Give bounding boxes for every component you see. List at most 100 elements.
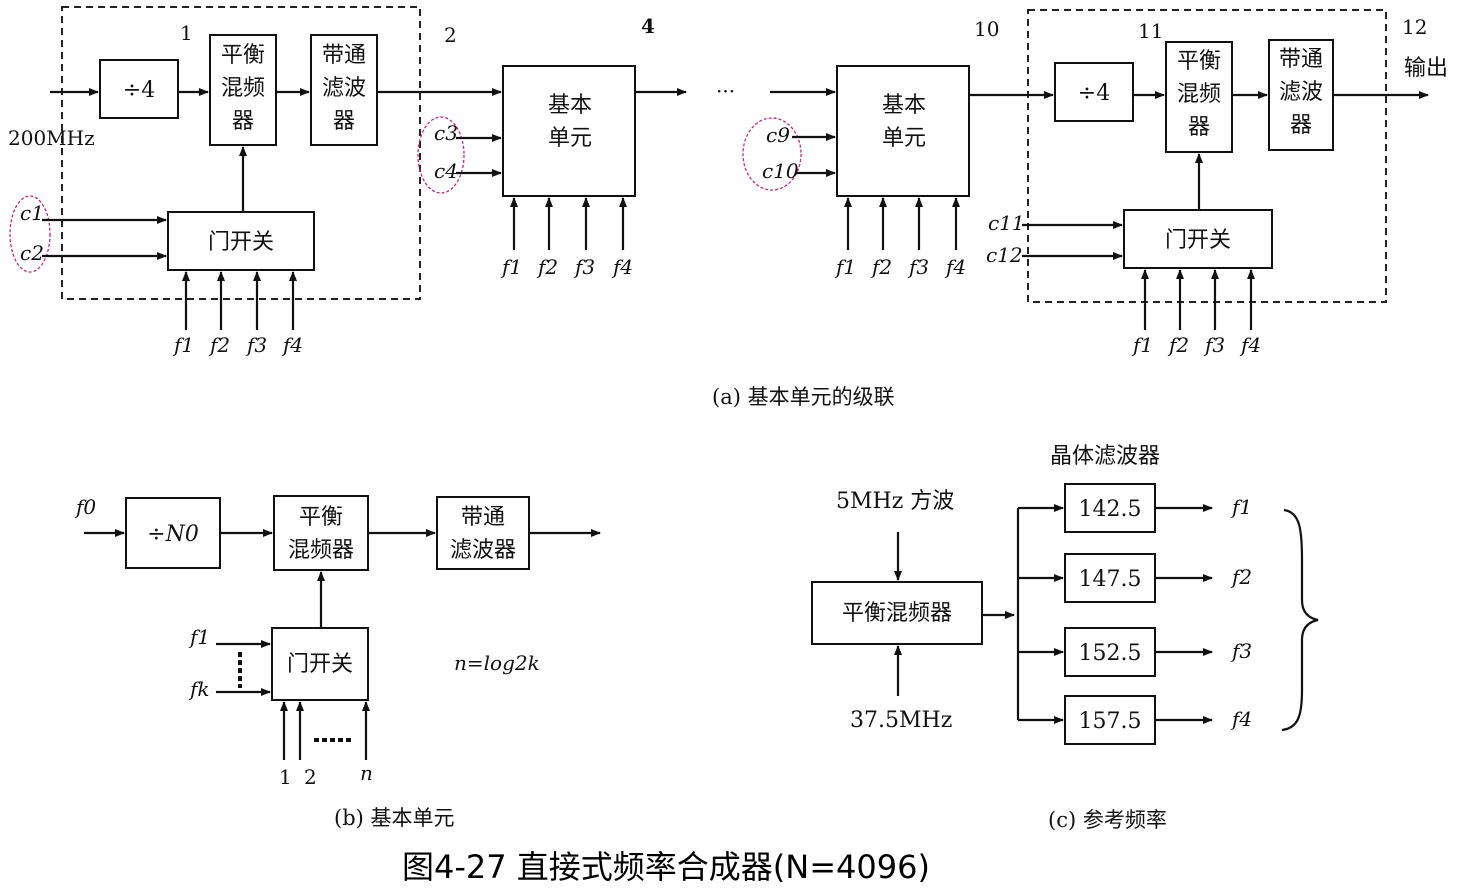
basic-unit-3-line2: 单元 bbox=[548, 126, 592, 151]
bandpass-label-11-line3: 器 bbox=[1290, 113, 1312, 138]
c1-c2-highlight-oval bbox=[9, 195, 51, 273]
freq-label-f2-unit9: f2 bbox=[870, 255, 892, 279]
freq-label-f4-gate-1: f4 bbox=[281, 333, 303, 357]
crystal-filter-1 bbox=[1064, 483, 1156, 533]
control-label-c12: c12 bbox=[986, 243, 1023, 267]
gate-switch-label-b: 门开关 bbox=[287, 652, 353, 677]
mixer-label-11-line3: 器 bbox=[1188, 115, 1210, 140]
divider-block-1 bbox=[99, 59, 179, 119]
freq-label-f1-unit3: f1 bbox=[500, 255, 522, 279]
unit-1-dashed-frame bbox=[61, 6, 421, 300]
output-label-f4: f4 bbox=[1230, 707, 1252, 731]
filter-row-1: 142.5 f1 bbox=[1018, 483, 1252, 533]
freq-label-f3-unit3: f3 bbox=[573, 255, 595, 279]
bottom-label-2: 2 bbox=[304, 765, 317, 789]
divider-label-1: ÷4 bbox=[123, 78, 155, 103]
control-label-c3: c3 bbox=[434, 121, 458, 145]
basic-unit-9 bbox=[836, 65, 970, 197]
gate-input-label-fk: fk bbox=[188, 677, 210, 701]
freq-label-f1-unit9: f1 bbox=[834, 255, 856, 279]
mixer-label-b-line1: 平衡 bbox=[299, 505, 343, 530]
control-label-c9: c9 bbox=[766, 123, 790, 147]
filter-row-2: 147.5 f2 bbox=[1018, 553, 1252, 603]
figure-title: 图4-27 直接式频率合成器(N=4096) bbox=[402, 848, 930, 886]
divider-label-11: ÷4 bbox=[1078, 81, 1110, 106]
control-label-c11: c11 bbox=[988, 211, 1025, 235]
gate-switch-label-1: 门开关 bbox=[208, 230, 274, 255]
node-number-10: 10 bbox=[974, 17, 999, 41]
input-label-f0: f0 bbox=[74, 495, 96, 519]
crystal-filter-3-label: 152.5 bbox=[1079, 641, 1142, 666]
bottom-label-1: 1 bbox=[279, 765, 292, 789]
freq-label-f2-gate-1: f2 bbox=[208, 333, 230, 357]
basic-unit-9-line1: 基本 bbox=[882, 93, 926, 118]
caption-a: (a) 基本单元的级联 bbox=[712, 385, 895, 409]
bandpass-block-11 bbox=[1268, 39, 1334, 151]
bandpass-label-1-line1: 带通 bbox=[322, 43, 366, 68]
node-number-2: 2 bbox=[444, 23, 457, 47]
mixer-block-b bbox=[273, 495, 369, 571]
input-bottom-37-5mhz: 37.5MHz bbox=[850, 708, 952, 733]
crystal-filter-1-label: 142.5 bbox=[1079, 497, 1142, 522]
divider-label-b: ÷N0 bbox=[147, 522, 199, 547]
bandpass-label-1-line2: 滤波 bbox=[322, 76, 366, 101]
output-label-f2: f2 bbox=[1230, 565, 1252, 589]
bandpass-label-11-line2: 滤波 bbox=[1279, 80, 1323, 105]
output-label-f3: f3 bbox=[1230, 639, 1252, 663]
freq-label-f2-unit3: f2 bbox=[536, 255, 558, 279]
bottom-label-n: n bbox=[360, 761, 373, 785]
output-label-f1: f1 bbox=[1230, 495, 1252, 519]
control-label-c4: c4 bbox=[434, 159, 458, 183]
diagram-c-reference-frequency: 晶体滤波器 5MHz 方波 平衡混频器 37.5MHz 142.5 f1 147… bbox=[811, 444, 1319, 832]
mixer-label-11-line2: 混频 bbox=[1177, 82, 1221, 107]
caption-c: (c) 参考频率 bbox=[1048, 808, 1167, 832]
freq-label-f3-gate-11: f3 bbox=[1203, 333, 1225, 357]
node-number-12: 12 bbox=[1402, 15, 1427, 39]
bandpass-block-b bbox=[436, 496, 530, 570]
input-top-5mhz: 5MHz 方波 bbox=[836, 489, 954, 514]
gate-switch-block-1 bbox=[167, 211, 315, 271]
control-label-c10: c10 bbox=[762, 159, 799, 183]
mixer-label-11-line1: 平衡 bbox=[1177, 49, 1221, 74]
crystal-filter-2-label: 147.5 bbox=[1079, 567, 1142, 592]
cascade-ellipsis: ··· bbox=[716, 79, 735, 103]
bandpass-label-11-line1: 带通 bbox=[1279, 47, 1323, 72]
basic-unit-9-line2: 单元 bbox=[882, 126, 926, 151]
basic-unit-3-line1: 基本 bbox=[548, 93, 592, 118]
filter-row-3: 152.5 f3 bbox=[1018, 627, 1252, 677]
basic-unit-3 bbox=[502, 65, 636, 197]
bandpass-label-b-line1: 带通 bbox=[461, 505, 505, 530]
node-number-11: 11 bbox=[1138, 19, 1163, 43]
freq-label-f4-unit9: f4 bbox=[944, 255, 966, 279]
mixer-block-1 bbox=[209, 34, 277, 146]
mixer-block-c bbox=[811, 581, 983, 645]
mixer-label-b-line2: 混频器 bbox=[288, 538, 354, 563]
filter-row-4: 157.5 f4 bbox=[1018, 695, 1252, 745]
control-label-c2: c2 bbox=[20, 241, 44, 265]
bandpass-block-1 bbox=[310, 34, 378, 146]
freq-label-f4-unit3: f4 bbox=[611, 255, 633, 279]
unit-11-dashed-frame bbox=[1027, 9, 1387, 303]
crystal-filter-group-label: 晶体滤波器 bbox=[1050, 444, 1160, 469]
mixer-label-1-line3: 器 bbox=[232, 109, 254, 134]
mixer-label-1-line2: 混频 bbox=[221, 76, 265, 101]
freq-label-f2-gate-11: f2 bbox=[1167, 333, 1189, 357]
output-label: 输出 bbox=[1404, 56, 1448, 81]
formula-n-log2k: n=log2k bbox=[454, 651, 540, 675]
mixer-block-11 bbox=[1165, 41, 1233, 153]
freq-label-f3-gate-1: f3 bbox=[245, 333, 267, 357]
control-label-c1: c1 bbox=[20, 201, 44, 225]
crystal-filter-4-label: 157.5 bbox=[1079, 709, 1142, 734]
mixer-label-c: 平衡混频器 bbox=[842, 601, 952, 626]
divider-block-11 bbox=[1054, 62, 1134, 122]
diagram-a-cascade: 1 2 3 4 9 10 11 12 200MHz ÷4 平衡 混频 器 带通 … bbox=[8, 6, 1448, 409]
gate-switch-block-b bbox=[271, 627, 369, 701]
freq-label-f3-unit9: f3 bbox=[907, 255, 929, 279]
freq-label-f1-gate-1: f1 bbox=[172, 333, 194, 357]
gate-switch-block-11 bbox=[1123, 209, 1273, 269]
mixer-label-1-line1: 平衡 bbox=[221, 43, 265, 68]
c9-c10-highlight-oval bbox=[742, 117, 802, 191]
diagram-b-basic-unit: f0 ÷N0 平衡 混频器 带通 滤波器 门开关 f1 fk 1 2 n n=l… bbox=[74, 495, 601, 830]
caption-b: (b) 基本单元 bbox=[334, 806, 455, 830]
